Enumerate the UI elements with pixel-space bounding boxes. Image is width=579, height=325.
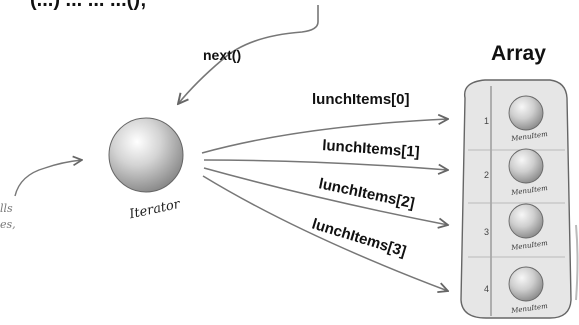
slot-index-2: 2 xyxy=(484,170,489,180)
ref-arrow-2 xyxy=(203,167,448,225)
side-note-arrow xyxy=(14,160,82,197)
menuitem-ball-4 xyxy=(508,266,544,302)
menuitem-ball-2 xyxy=(508,148,544,184)
slot-index-1: 1 xyxy=(484,116,489,126)
top-code-text: (...) ... ... ...(); xyxy=(30,0,147,11)
array-edge-shadow xyxy=(575,224,579,301)
array-title: Array xyxy=(491,42,546,65)
ref-label-3: lunchItems[3] xyxy=(310,216,408,261)
iterator-ball xyxy=(108,117,184,193)
side-note-line-1: lls xyxy=(0,202,13,215)
ref-arrow-0 xyxy=(201,119,448,154)
iterator-label: Iterator xyxy=(127,197,182,223)
menuitem-ball-3 xyxy=(508,203,544,239)
ref-label-2: lunchItems[2] xyxy=(317,175,416,212)
ref-label-1: lunchItems[1] xyxy=(322,137,420,161)
ref-arrow-1 xyxy=(203,159,448,170)
next-label: next() xyxy=(203,47,241,63)
slot-index-3: 3 xyxy=(484,227,489,237)
ref-label-0: lunchItems[0] xyxy=(312,91,410,108)
ref-arrow-3 xyxy=(202,175,448,291)
menuitem-ball-1 xyxy=(508,95,544,131)
side-note-line-2: es, xyxy=(0,218,16,231)
slot-index-4: 4 xyxy=(484,284,489,294)
next-call-arrow xyxy=(178,5,319,104)
array-panel xyxy=(460,79,572,319)
